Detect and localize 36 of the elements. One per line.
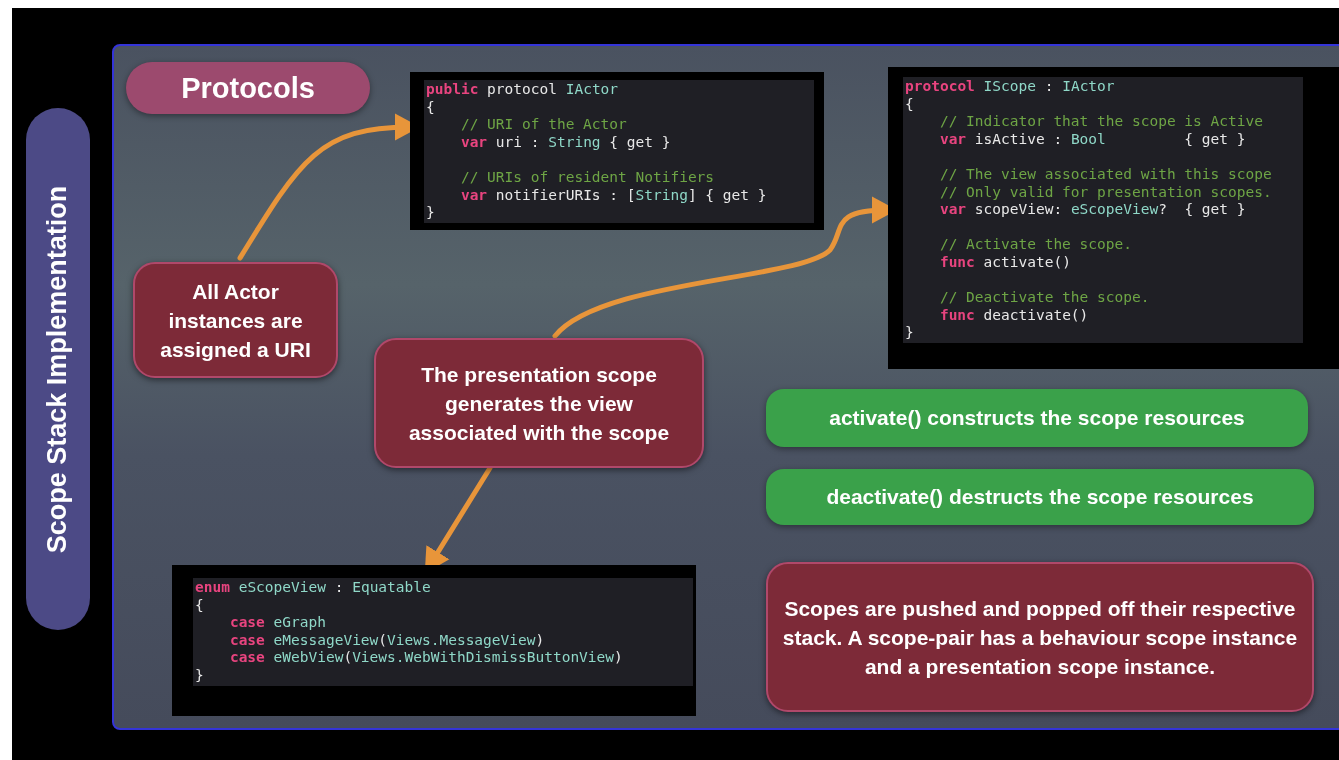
code-line: }	[905, 324, 915, 342]
code-line: // Indicator that the scope is Active	[938, 113, 1264, 131]
code-line: var scopeView: eScopeView? { get }	[938, 201, 1247, 219]
code-line: enum eScopeView : Equatable	[195, 579, 432, 597]
code-line: var isActive : Bool { get }	[938, 130, 1247, 149]
code-block	[888, 67, 1339, 369]
callout-box: Scopes are pushed and popped off their respective stack. A scope-pair has a behaviour scope instance and a presentation scope instance.	[766, 562, 1314, 712]
code-line: // Deactivate the scope.	[938, 289, 1151, 307]
code-line: case eMessageView(Views.MessageView)	[228, 631, 546, 650]
callout-box: The presentation scope generates the view associated with the scope	[374, 338, 704, 468]
code-line: }	[426, 204, 436, 222]
code-line: func activate()	[938, 253, 1072, 272]
section-title: Scope Stack Implementation	[42, 185, 74, 553]
note-box: deactivate() destructs the scope resources	[766, 469, 1314, 525]
code-line: var notifierURIs : [String] { get }	[459, 186, 768, 205]
code-block	[410, 72, 824, 230]
sidebar-pill	[26, 108, 90, 630]
code-line: // Only valid for presentation scopes.	[938, 183, 1273, 202]
code-line: public protocol IActor	[426, 81, 620, 99]
code-line: func deactivate()	[938, 306, 1090, 325]
code-line: protocol IScope : IActor	[905, 78, 1116, 96]
code-line: // The view associated with this scope	[938, 165, 1273, 184]
heading-pill: Protocols	[126, 62, 370, 114]
code-line: case eGraph	[228, 614, 327, 632]
code-line: {	[426, 98, 436, 117]
callout-box: All Actor instances are assigned a URI	[133, 262, 338, 378]
code-line: }	[195, 666, 205, 685]
code-line: // URIs of resident Notifiers	[459, 168, 716, 187]
code-line: case eWebView(Views.WebWithDismissButtonView)	[228, 649, 624, 667]
code-block	[172, 565, 696, 716]
code-line: // URI of the Actor	[459, 116, 628, 134]
code-line: {	[905, 95, 915, 114]
code-line: {	[195, 596, 205, 615]
code-line: var uri : String { get }	[459, 133, 672, 152]
note-box: activate() constructs the scope resources	[766, 389, 1308, 447]
code-line: // Activate the scope.	[938, 236, 1133, 254]
